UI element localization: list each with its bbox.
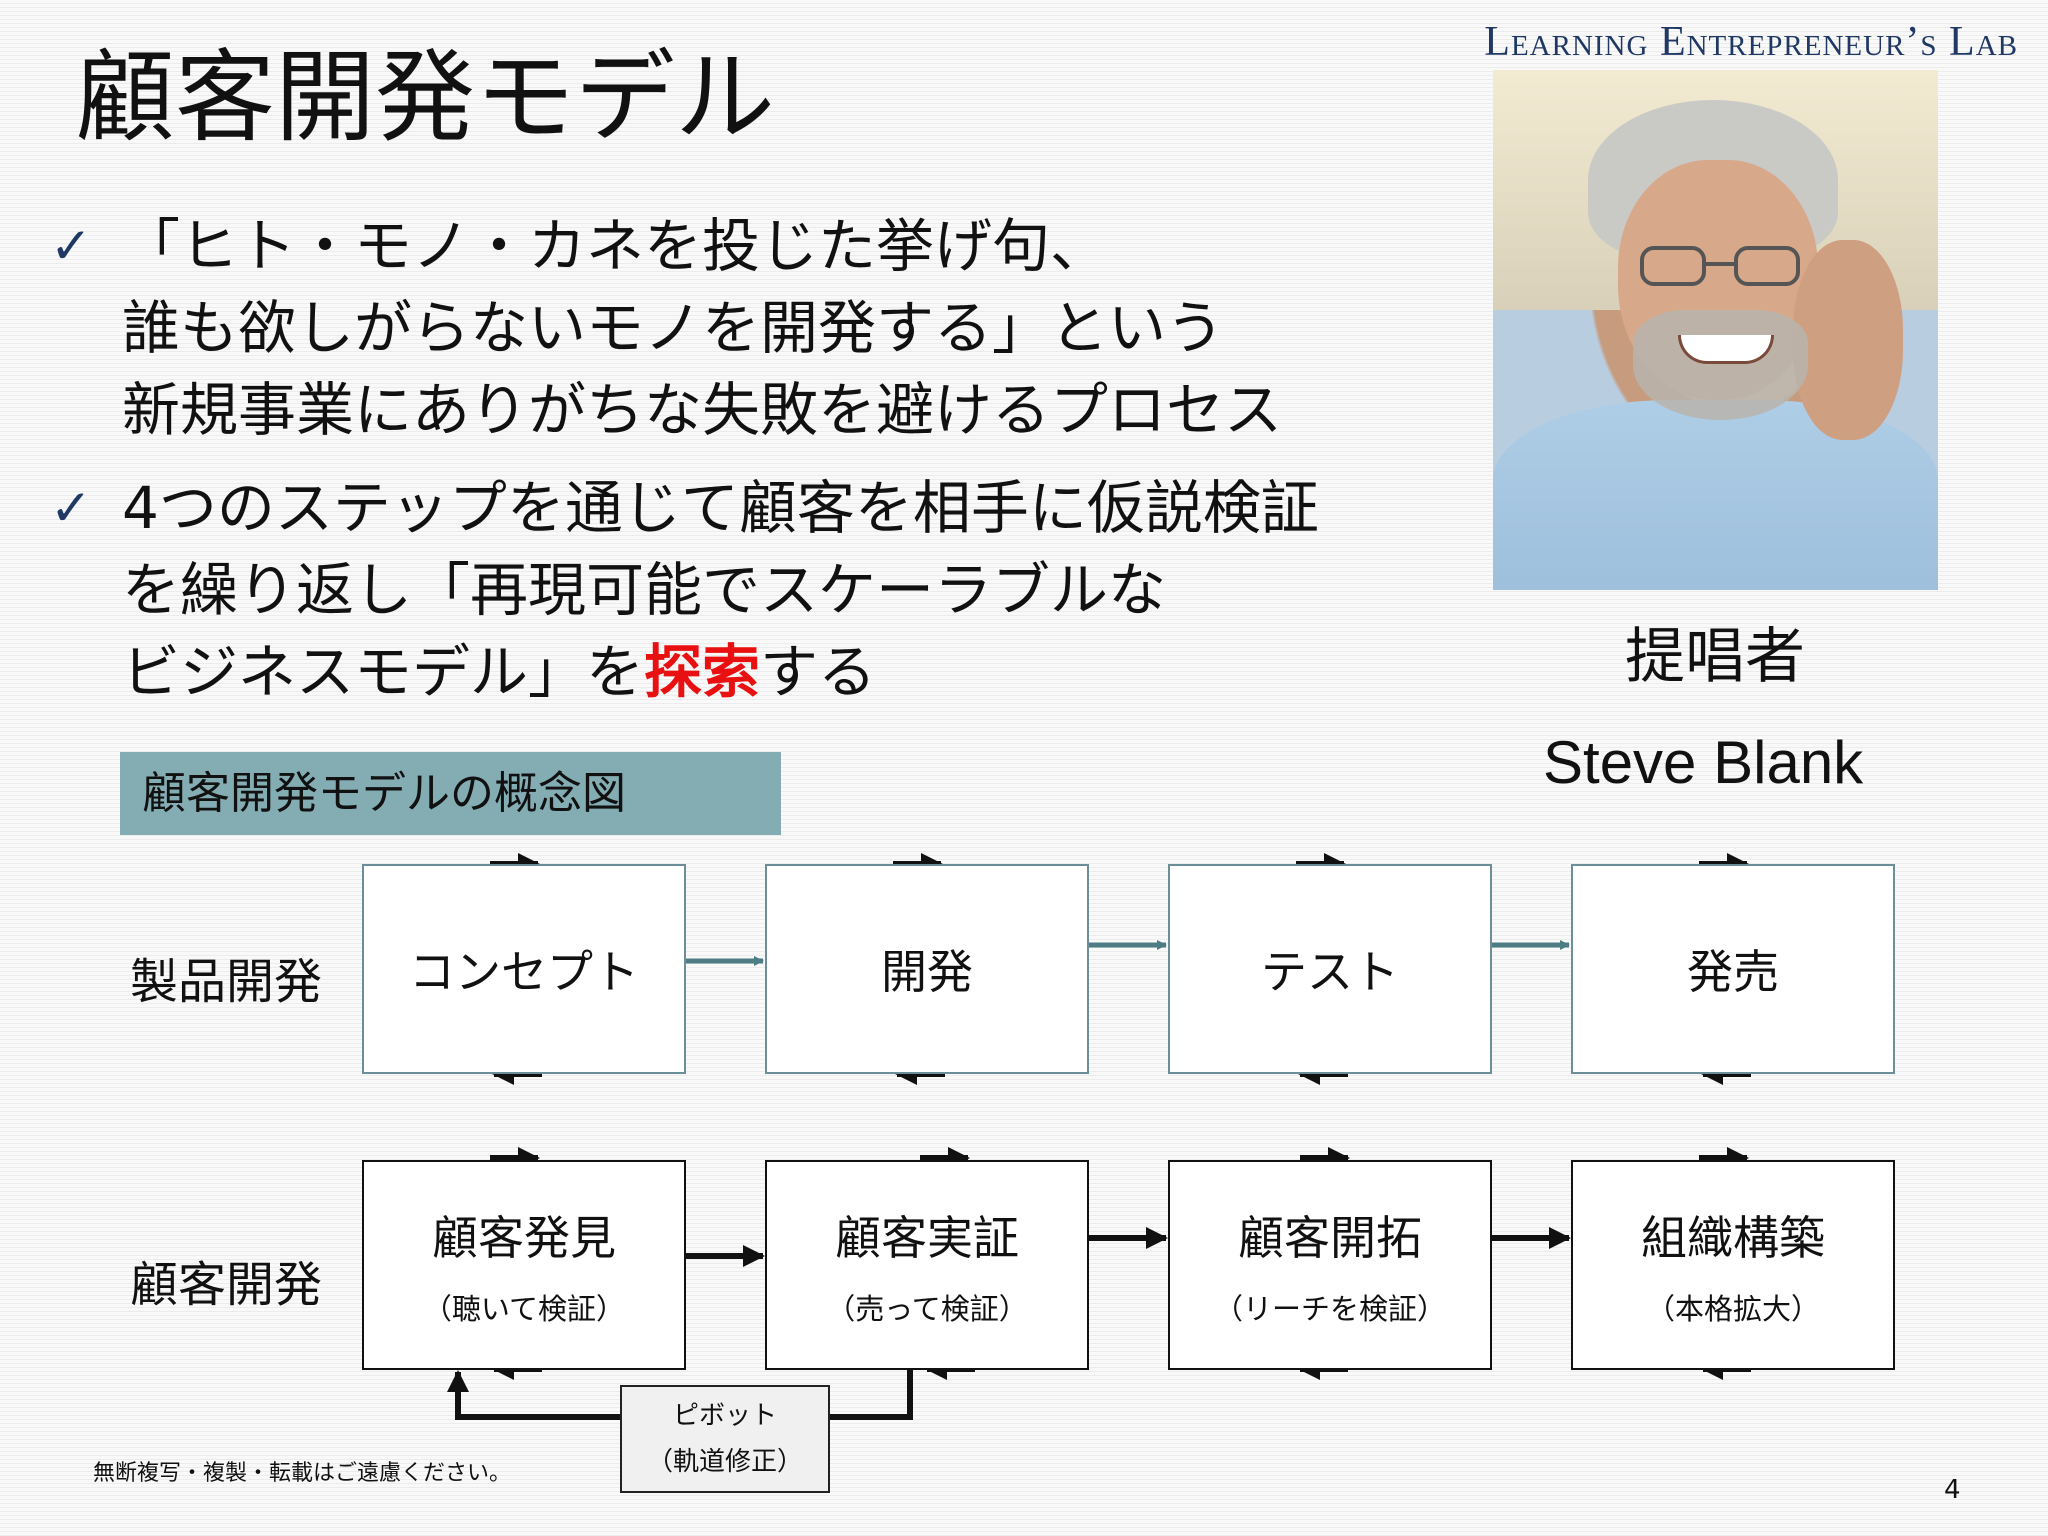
copyright-notice: 無断複写・複製・転載はご遠慮ください。: [93, 1461, 512, 1486]
concept-diagram-label: 顧客開発モデルの概念図: [120, 752, 781, 835]
bullet-2-line-1: 4つのステップを通じて顧客を相手に仮説検証: [122, 474, 1319, 542]
customer-step-label: 顧客開拓: [1238, 1211, 1422, 1265]
bullet-2: ✓ 4つのステップを通じて顧客を相手に仮説検証 を繰り返し「再現可能でスケーラブ…: [50, 467, 1319, 713]
customer-step-label: 顧客発見: [432, 1211, 616, 1265]
product-step-label: 開発: [881, 945, 973, 999]
bullet-2-line-3: ビジネスモデル」を探索する: [50, 631, 1319, 713]
bullet-2-line-3-before: ビジネスモデル」を: [122, 638, 645, 706]
pivot-box: ピボット （軌道修正）: [620, 1385, 830, 1493]
proposer-role: 提唱者: [1625, 622, 1805, 692]
bullet-1: ✓ 「ヒト・モノ・カネを投じた挙げ句、 誰も欲しがらないモノを開発する」という …: [50, 205, 1282, 451]
product-flow-arrows: [686, 940, 1570, 966]
product-step-label: テスト: [1261, 945, 1399, 999]
pivot-loop-arrow: [447, 1369, 913, 1420]
bullet-1-line-2: 誰も欲しがらないモノを開発する」という: [122, 294, 1225, 362]
product-step-concept: コンセプト: [362, 864, 686, 1074]
customer-step-label: 顧客実証: [835, 1211, 1019, 1265]
product-step-launch: 発売: [1571, 864, 1895, 1074]
bullet-2-line-2: を繰り返し「再現可能でスケーラブルな: [122, 556, 1167, 624]
checkmark-icon: ✓: [50, 217, 92, 275]
customer-step-sublabel: （売って検証）: [826, 1292, 1028, 1326]
proposer-photo: [1493, 70, 1938, 590]
customer-step-creation: 顧客開拓 （リーチを検証）: [1168, 1160, 1492, 1370]
customer-step-sublabel: （リーチを検証）: [1213, 1292, 1446, 1326]
glasses-icon: [1640, 246, 1800, 286]
customer-step-discovery: 顧客発見 （聴いて検証）: [362, 1160, 686, 1370]
product-step-test: テスト: [1168, 864, 1492, 1074]
checkmark-icon: ✓: [50, 479, 92, 537]
customer-row-label: 顧客開発: [130, 1257, 323, 1313]
brand-logo-text: Learning Entrepreneur’s Lab: [1484, 19, 2018, 65]
slide-title: 顧客開発モデル: [75, 39, 775, 156]
customer-step-label: 組織構築: [1641, 1211, 1825, 1265]
customer-step-company-building: 組織構築 （本格拡大）: [1571, 1160, 1895, 1370]
product-row-label: 製品開発: [130, 954, 323, 1010]
highlight-keyword: 探索: [644, 638, 761, 706]
customer-step-sublabel: （聴いて検証）: [422, 1292, 626, 1326]
product-step-label: 発売: [1687, 945, 1779, 999]
pivot-sublabel: （軌道修正）: [646, 1447, 803, 1477]
page-number: 4: [1944, 1475, 1961, 1505]
customer-step-sublabel: （本格拡大）: [1645, 1292, 1820, 1326]
customer-step-validation: 顧客実証 （売って検証）: [765, 1160, 1089, 1370]
customer-flow-arrows: [686, 1227, 1571, 1267]
bullet-1-line-3: 新規事業にありがちな失敗を避けるプロセス: [122, 376, 1283, 444]
product-step-development: 開発: [765, 864, 1089, 1074]
pivot-label: ピボット: [672, 1401, 777, 1431]
bullet-1-line-1: 「ヒト・モノ・カネを投じた挙げ句、: [122, 212, 1109, 280]
bullet-2-line-3-after: する: [760, 638, 877, 706]
proposer-name: Steve Blank: [1543, 729, 1864, 796]
product-step-label: コンセプト: [409, 945, 639, 999]
